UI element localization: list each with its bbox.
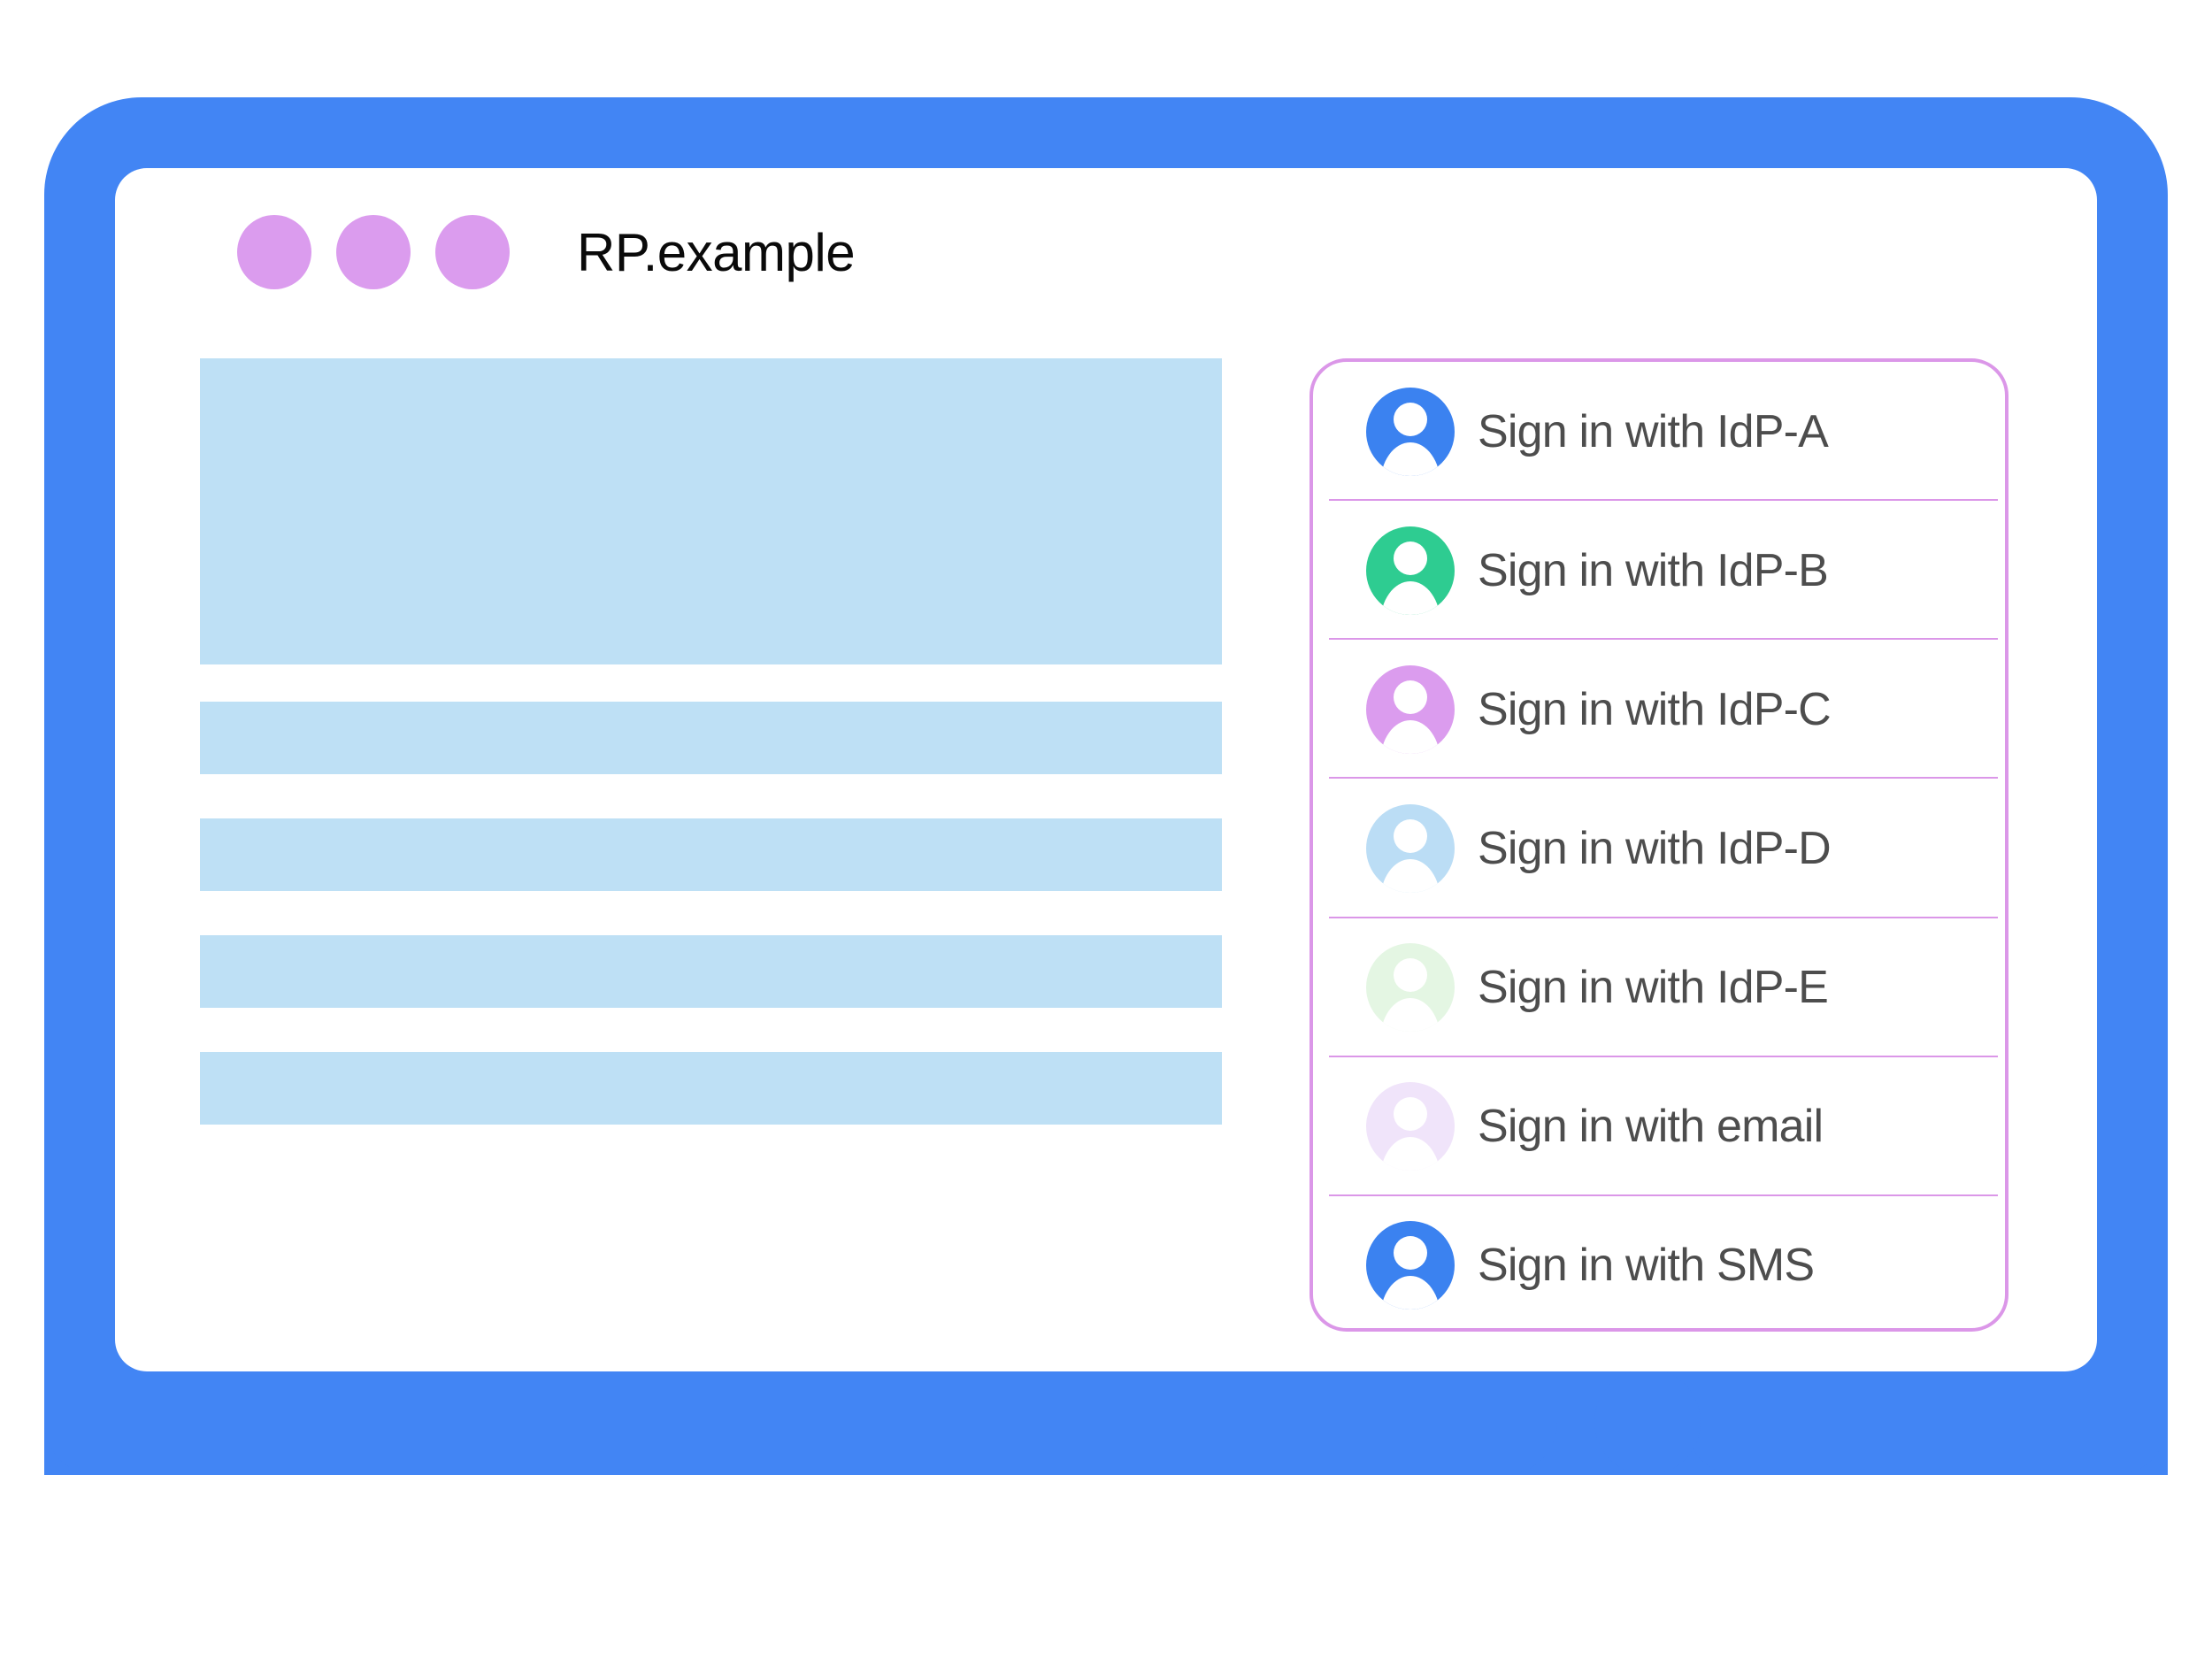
person-avatar-icon (1366, 943, 1455, 1033)
person-avatar-icon (1366, 1082, 1455, 1171)
signin-provider-card: Sign in with IdP-A Sign in with IdP-B Si… (1310, 358, 2008, 1332)
person-avatar-icon (1366, 526, 1455, 615)
content-placeholder-hero (200, 358, 1222, 664)
signin-label: Sign in with IdP-A (1478, 405, 1829, 457)
signin-label: Sign in with IdP-C (1478, 683, 1832, 735)
device-bezel-bottom-right (1686, 1316, 2168, 1475)
signin-label: Sign in with IdP-D (1478, 822, 1832, 874)
window-titlebar: RP.example (115, 168, 2097, 336)
window-dot-1[interactable] (237, 215, 311, 289)
content-placeholder-area (200, 358, 1222, 1125)
person-avatar-icon (1366, 803, 1455, 893)
home-button[interactable] (1594, 1369, 1701, 1475)
window-dot-2[interactable] (336, 215, 411, 289)
signin-row-email[interactable]: Sign in with email (1313, 1057, 2005, 1196)
signin-row-idp-b[interactable]: Sign in with IdP-B (1313, 501, 2005, 641)
person-avatar-icon (1366, 664, 1455, 754)
content-placeholder-bar-1 (200, 702, 1222, 774)
signin-row-idp-e[interactable]: Sign in with IdP-E (1313, 918, 2005, 1057)
device-frame: RP.example Sign in with IdP-A Sign in wi… (44, 97, 2168, 1566)
person-avatar-icon (1366, 387, 1455, 476)
device-bezel-bottom-left (44, 1316, 1557, 1475)
content-placeholder-bar-4 (200, 1052, 1222, 1125)
signin-label: Sign in with email (1478, 1101, 1824, 1153)
content-placeholder-bar-2 (200, 818, 1222, 891)
signin-label: Sign in with IdP-E (1478, 962, 1829, 1014)
signin-label: Sign in with SMS (1478, 1240, 1815, 1292)
signin-row-idp-d[interactable]: Sign in with IdP-D (1313, 779, 2005, 918)
page-title: RP.example (577, 222, 856, 282)
signin-row-idp-a[interactable]: Sign in with IdP-A (1313, 362, 2005, 502)
signin-row-sms[interactable]: Sign in with SMS (1313, 1196, 2005, 1328)
content-placeholder-bar-3 (200, 935, 1222, 1008)
device-screen: RP.example Sign in with IdP-A Sign in wi… (115, 168, 2097, 1371)
signin-label: Sign in with IdP-B (1478, 544, 1829, 596)
window-dot-3[interactable] (435, 215, 510, 289)
signin-row-idp-c[interactable]: Sign in with IdP-C (1313, 640, 2005, 780)
person-avatar-icon (1366, 1221, 1455, 1310)
